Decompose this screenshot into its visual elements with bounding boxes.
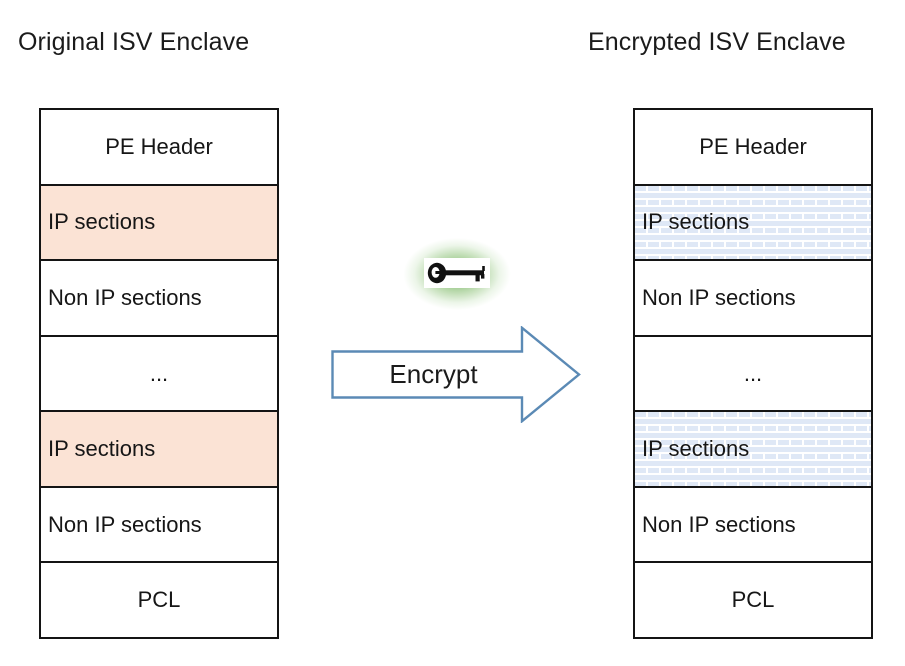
encrypted-section-label: Non IP sections (642, 284, 796, 310)
original-section-label: Non IP sections (48, 511, 202, 537)
encrypt-arrow-label: Encrypt (389, 359, 478, 389)
encrypted-section-row: IP sections (635, 185, 871, 262)
original-section-label: ... (149, 360, 169, 386)
encrypted-section-row: ... (635, 336, 871, 413)
original-section-label: IP sections (48, 436, 156, 462)
original-section-row: Non IP sections (41, 487, 277, 564)
key-badge (392, 224, 522, 324)
key-icon (426, 260, 488, 286)
encrypted-section-row: Non IP sections (635, 487, 871, 564)
encrypt-arrow: Encrypt (331, 326, 581, 423)
original-enclave-title: Original ISV Enclave (18, 28, 250, 56)
original-section-row: ... (41, 336, 277, 413)
encrypted-section-row: PCL (635, 563, 871, 638)
key-icon-glyph (427, 262, 485, 284)
original-section-row: IP sections (41, 185, 277, 262)
encrypted-section-label: Non IP sections (642, 511, 796, 537)
encrypted-section-label: IP sections (642, 209, 750, 235)
original-section-row: PCL (41, 563, 277, 638)
original-section-label: IP sections (48, 209, 156, 235)
encrypted-section-label: PCL (731, 587, 775, 613)
original-section-label: PCL (137, 587, 181, 613)
encrypted-section-label: ... (743, 360, 763, 386)
encrypt-arrow-shape (331, 326, 581, 423)
original-section-label: Non IP sections (48, 284, 202, 310)
original-section-row: PE Header (41, 110, 277, 186)
encrypted-section-row: Non IP sections (635, 261, 871, 337)
brick-hatch-pattern (635, 185, 871, 260)
encrypted-enclave-title: Encrypted ISV Enclave (588, 28, 846, 56)
original-section-row: IP sections (41, 412, 277, 488)
encrypted-section-label: IP sections (642, 436, 750, 462)
encrypted-section-row: IP sections (635, 412, 871, 488)
original-section-row: Non IP sections (41, 261, 277, 337)
original-section-label: PE Header (105, 133, 213, 159)
brick-hatch-pattern (635, 412, 871, 486)
encrypted-section-label: PE Header (699, 133, 807, 159)
encrypted-section-row: PE Header (635, 110, 871, 186)
